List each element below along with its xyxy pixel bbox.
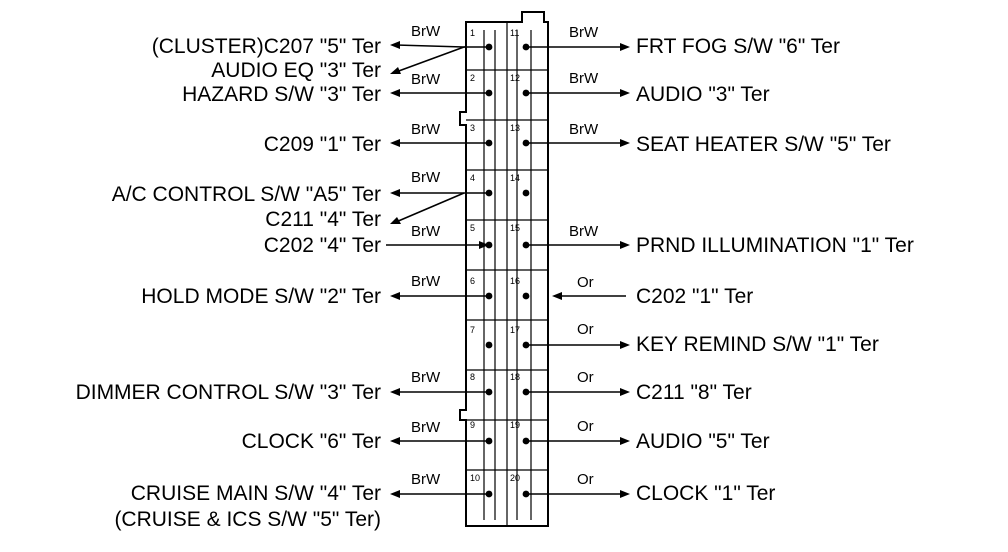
arrow-icon <box>620 437 630 445</box>
destination-label: C202 "4" Ter <box>264 234 381 257</box>
pin-number: 5 <box>470 223 475 233</box>
wire-line <box>395 192 465 223</box>
wire-color-label: BrW <box>411 169 441 186</box>
pin-number: 18 <box>510 372 520 382</box>
wire-color-label: BrW <box>411 23 441 40</box>
pin-number: 17 <box>510 325 520 335</box>
wire-color-label: BrW <box>411 71 441 88</box>
wire-color-label: Or <box>577 369 594 386</box>
pin-number: 19 <box>510 420 520 430</box>
pin-number: 14 <box>510 173 520 183</box>
pin-strip <box>483 30 532 520</box>
destination-label: CRUISE MAIN S/W "4" Ter <box>131 482 381 505</box>
arrow-icon <box>479 241 489 249</box>
destination-label: C211 "4" Ter <box>265 208 381 231</box>
pin-number: 6 <box>470 276 475 286</box>
wire-color-label: BrW <box>411 369 441 386</box>
destination-label: (CLUSTER)C207 "5" Ter <box>152 35 381 58</box>
wire-color-label: BrW <box>569 223 599 240</box>
wire-color-label: BrW <box>411 471 441 488</box>
wire-color-label: BrW <box>411 223 441 240</box>
destination-label: C211 "8" Ter <box>636 381 752 404</box>
arrow-icon <box>390 41 400 49</box>
arrow-icon <box>390 189 400 197</box>
arrow-icon <box>620 43 630 51</box>
right-wires <box>526 43 630 498</box>
arrow-icon <box>390 388 400 396</box>
destination-label: A/C CONTROL S/W "A5" Ter <box>112 183 381 206</box>
pin-number: 20 <box>510 473 520 483</box>
wire-line <box>395 44 466 48</box>
left-labels: (CLUSTER)C207 "5" Ter AUDIO EQ "3" Ter H… <box>76 35 381 531</box>
pin-number: 8 <box>470 372 475 382</box>
destination-label: FRT FOG S/W "6" Ter <box>636 35 840 58</box>
destination-label: (CRUISE & ICS S/W "5" Ter) <box>114 508 381 531</box>
destination-label: SEAT HEATER S/W "5" Ter <box>636 133 891 156</box>
destination-label: AUDIO EQ "3" Ter <box>211 59 381 82</box>
pin-number: 9 <box>470 420 475 430</box>
arrow-icon <box>620 241 630 249</box>
arrow-icon <box>620 341 630 349</box>
pin-number: 1 <box>470 28 475 38</box>
pin-number: 13 <box>510 123 520 133</box>
pin-number: 15 <box>510 223 520 233</box>
wire-color-label: Or <box>577 321 594 338</box>
arrow-icon <box>390 292 400 300</box>
pin-number: 2 <box>470 73 475 83</box>
left-wires <box>386 41 489 498</box>
arrow-icon <box>390 437 400 445</box>
wire-color-label: BrW <box>411 121 441 138</box>
wire-color-label: BrW <box>569 24 599 41</box>
pin-dot <box>522 189 530 197</box>
pin-number: 12 <box>510 73 520 83</box>
wire-color-label: BrW <box>569 121 599 138</box>
arrow-icon <box>390 89 400 97</box>
pin-number: 10 <box>470 473 480 483</box>
arrow-icon <box>552 292 562 300</box>
destination-label: HAZARD S/W "3" Ter <box>182 83 381 106</box>
destination-label: KEY REMIND S/W "1" Ter <box>636 333 879 356</box>
pin-number: 7 <box>470 325 475 335</box>
wire-color-label: Or <box>577 418 594 435</box>
arrow-icon <box>620 490 630 498</box>
wire-color-label: BrW <box>569 70 599 87</box>
pin-dot <box>522 292 530 300</box>
arrow-icon <box>390 67 401 74</box>
destination-label: DIMMER CONTROL S/W "3" Ter <box>76 381 381 404</box>
pin-number: 4 <box>470 173 475 183</box>
wire-line <box>395 46 465 73</box>
arrow-icon <box>390 139 400 147</box>
arrow-icon <box>620 89 630 97</box>
pin-number: 11 <box>510 28 519 38</box>
arrow-icon <box>620 388 630 396</box>
destination-label: CLOCK "1" Ter <box>636 482 775 505</box>
wire-color-label: Or <box>577 274 594 291</box>
destination-label: AUDIO "3" Ter <box>636 83 770 106</box>
pin-numbers: 1 2 3 4 5 6 7 8 9 10 11 12 13 14 15 16 1… <box>470 28 520 483</box>
destination-label: HOLD MODE S/W "2" Ter <box>141 285 381 308</box>
right-labels: FRT FOG S/W "6" Ter AUDIO "3" Ter SEAT H… <box>636 35 914 505</box>
destination-label: C209 "1" Ter <box>264 133 381 156</box>
wire-color-label: BrW <box>411 273 441 290</box>
wire-color-label: BrW <box>411 419 441 436</box>
destination-label: CLOCK "6" Ter <box>242 430 381 453</box>
destination-label: C202 "1" Ter <box>636 285 753 308</box>
pin-dot <box>485 341 493 349</box>
right-wire-colors: BrW BrW BrW BrW Or Or Or Or Or <box>569 24 599 488</box>
arrow-icon <box>390 490 400 498</box>
connector <box>459 11 549 527</box>
pin-number: 3 <box>470 123 475 133</box>
connector-outline <box>459 11 549 527</box>
arrow-icon <box>620 139 630 147</box>
destination-label: AUDIO "5" Ter <box>636 430 770 453</box>
arrow-icon <box>390 217 401 224</box>
left-wire-colors: BrW BrW BrW BrW BrW BrW BrW BrW BrW <box>411 23 441 488</box>
destination-label: PRND ILLUMINATION "1" Ter <box>636 234 914 257</box>
wire-color-label: Or <box>577 471 594 488</box>
pin-number: 16 <box>510 276 520 286</box>
